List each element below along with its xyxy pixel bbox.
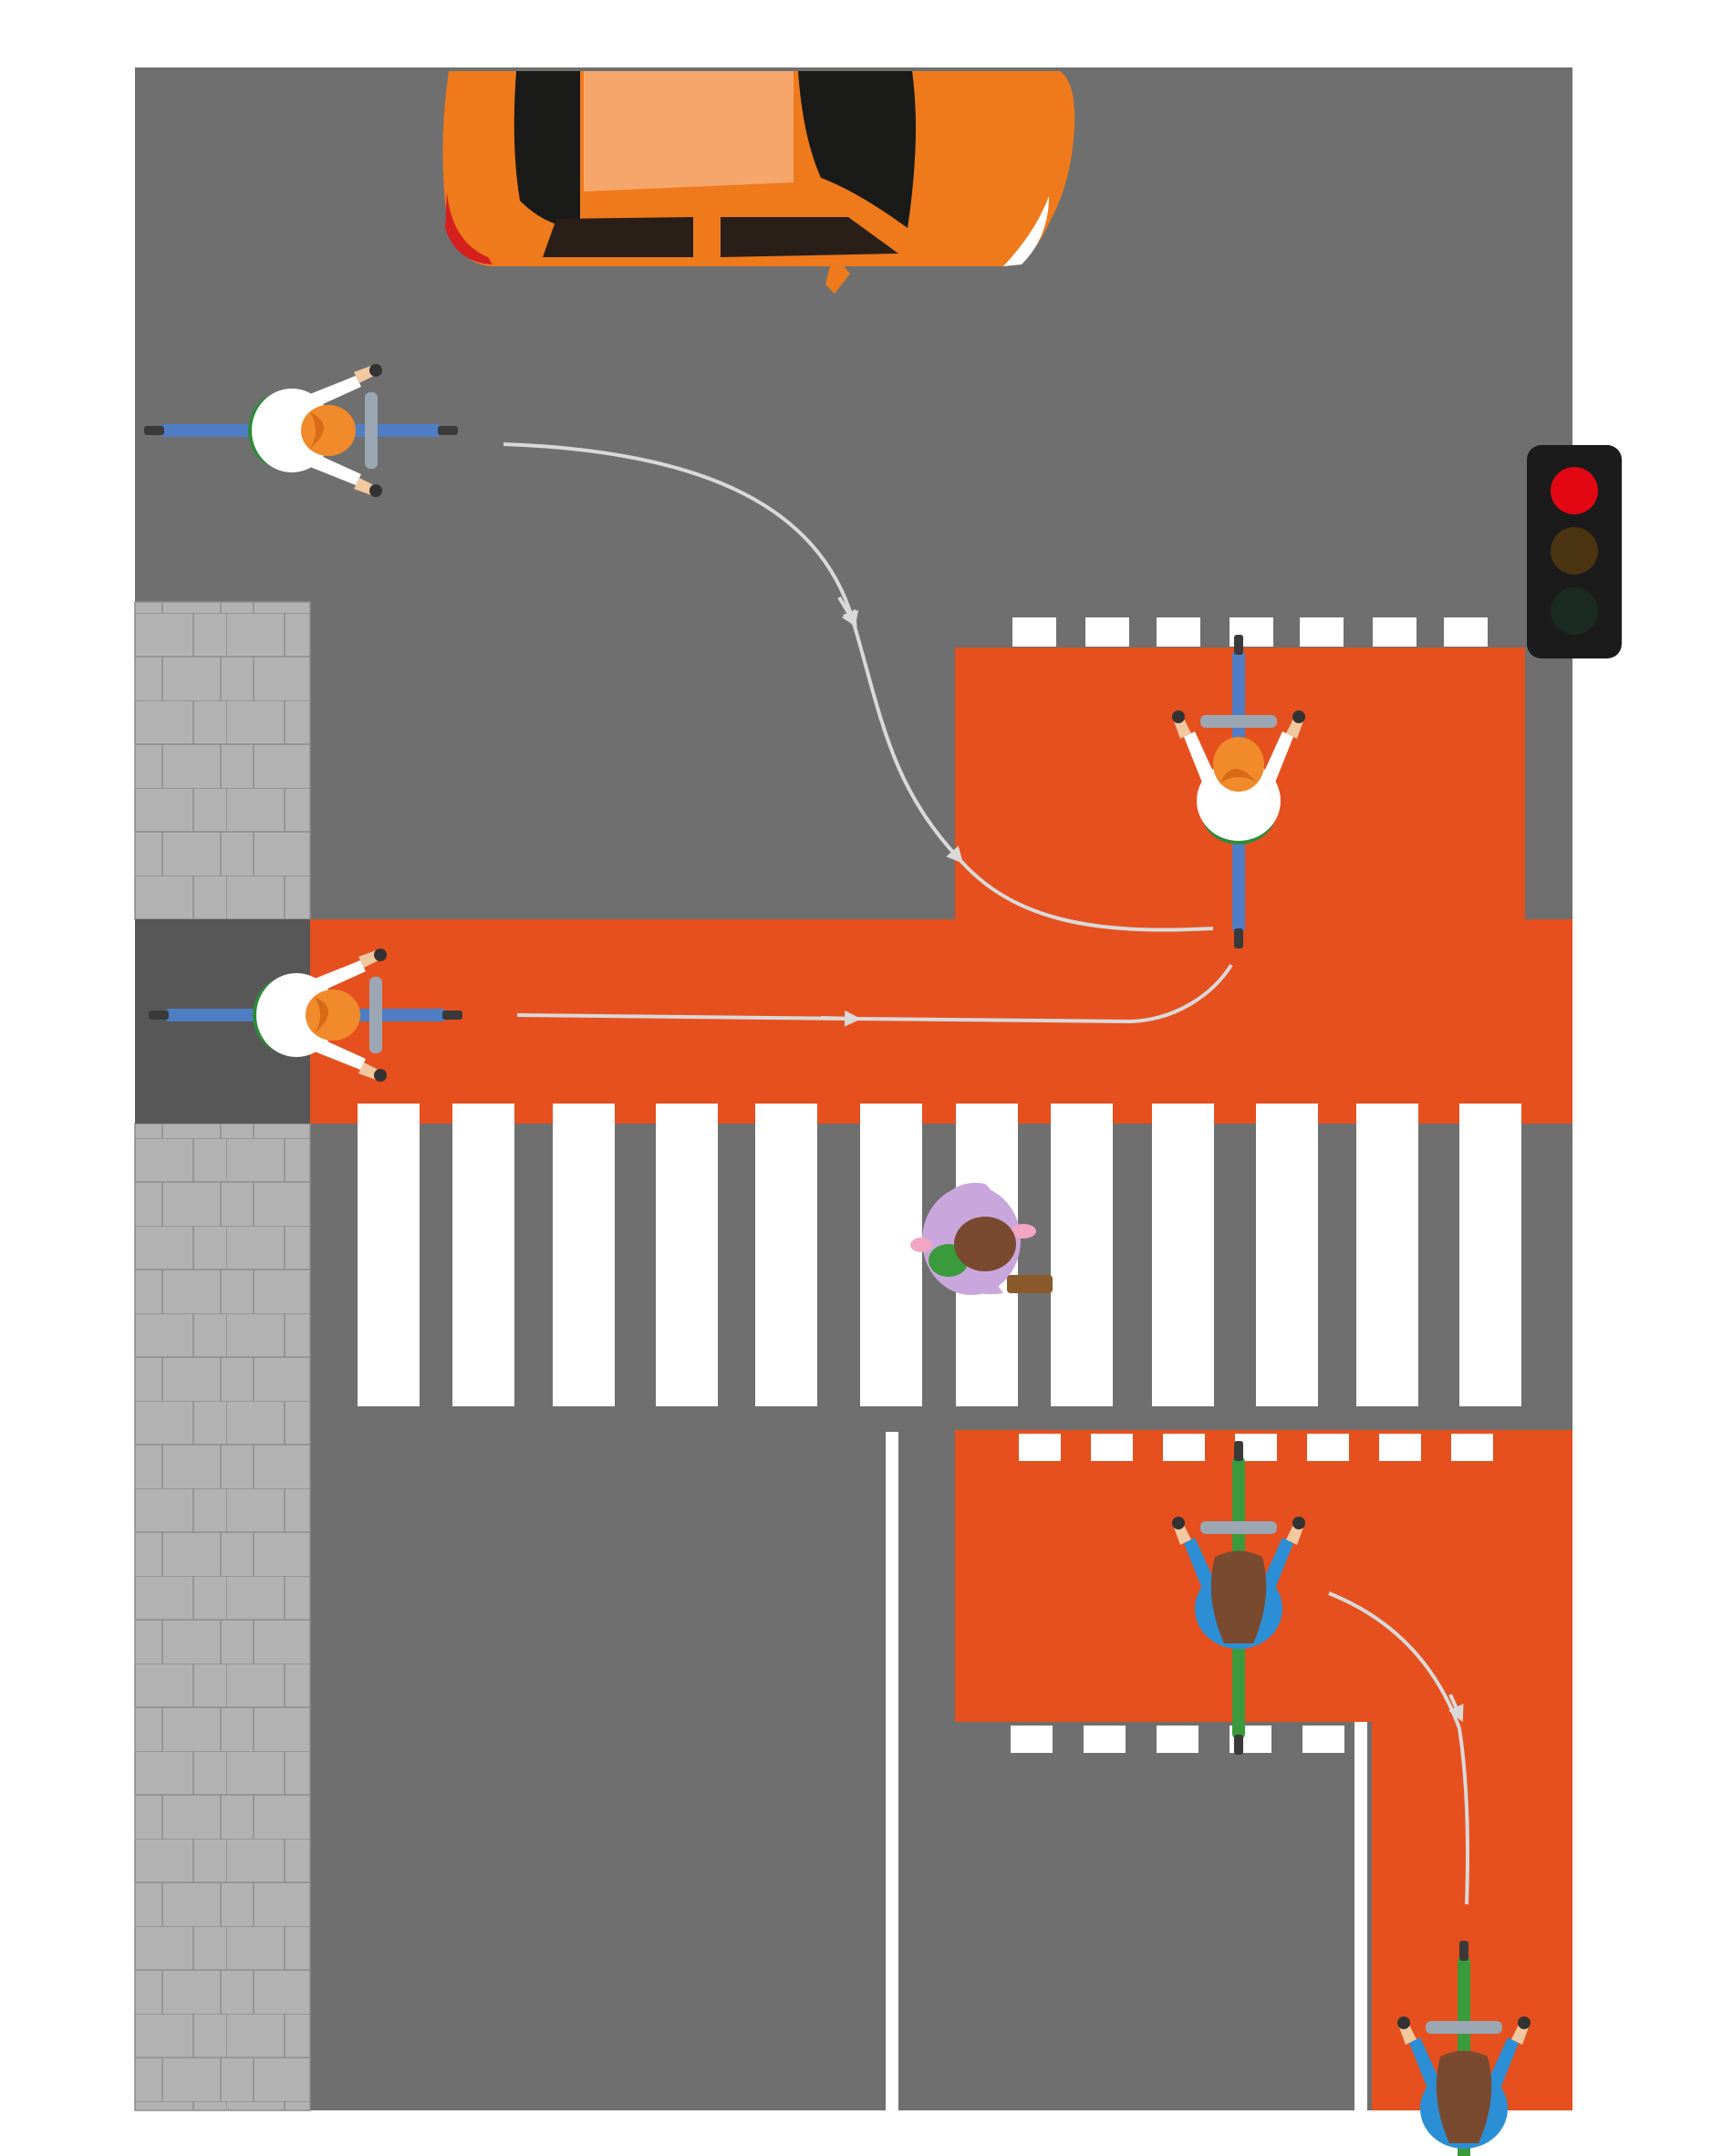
bike-lane-horizontal	[310, 919, 1572, 1124]
sidewalk-lower	[134, 1123, 311, 2111]
route-arrow-icon	[516, 963, 1233, 1024]
route-arrow-icon	[1328, 1591, 1470, 1905]
pedestrian-topdown-icon	[910, 1182, 1053, 1295]
route-arrow-icon	[1448, 1694, 1464, 1723]
signal-amber-lamp	[1551, 527, 1598, 575]
traffic-light-icon	[1527, 445, 1622, 658]
bike-lane-vertical	[1372, 1715, 1572, 2110]
sidewalk-upper	[134, 601, 311, 920]
bike-box-lower-markings	[1011, 1434, 1493, 1753]
bike-box-upper-markings	[1012, 617, 1488, 647]
route-arrow-icon	[837, 596, 857, 627]
car-topdown-icon	[442, 71, 1075, 294]
route-arrow-icon	[503, 442, 1214, 932]
signal-red-lamp	[1551, 467, 1598, 514]
signal-green-lamp	[1551, 587, 1598, 635]
lane-line-right	[1354, 1722, 1367, 2110]
lane-line-center	[886, 1432, 898, 2110]
route-arrow-icon	[820, 1010, 861, 1027]
crosswalk	[358, 1104, 1521, 1406]
